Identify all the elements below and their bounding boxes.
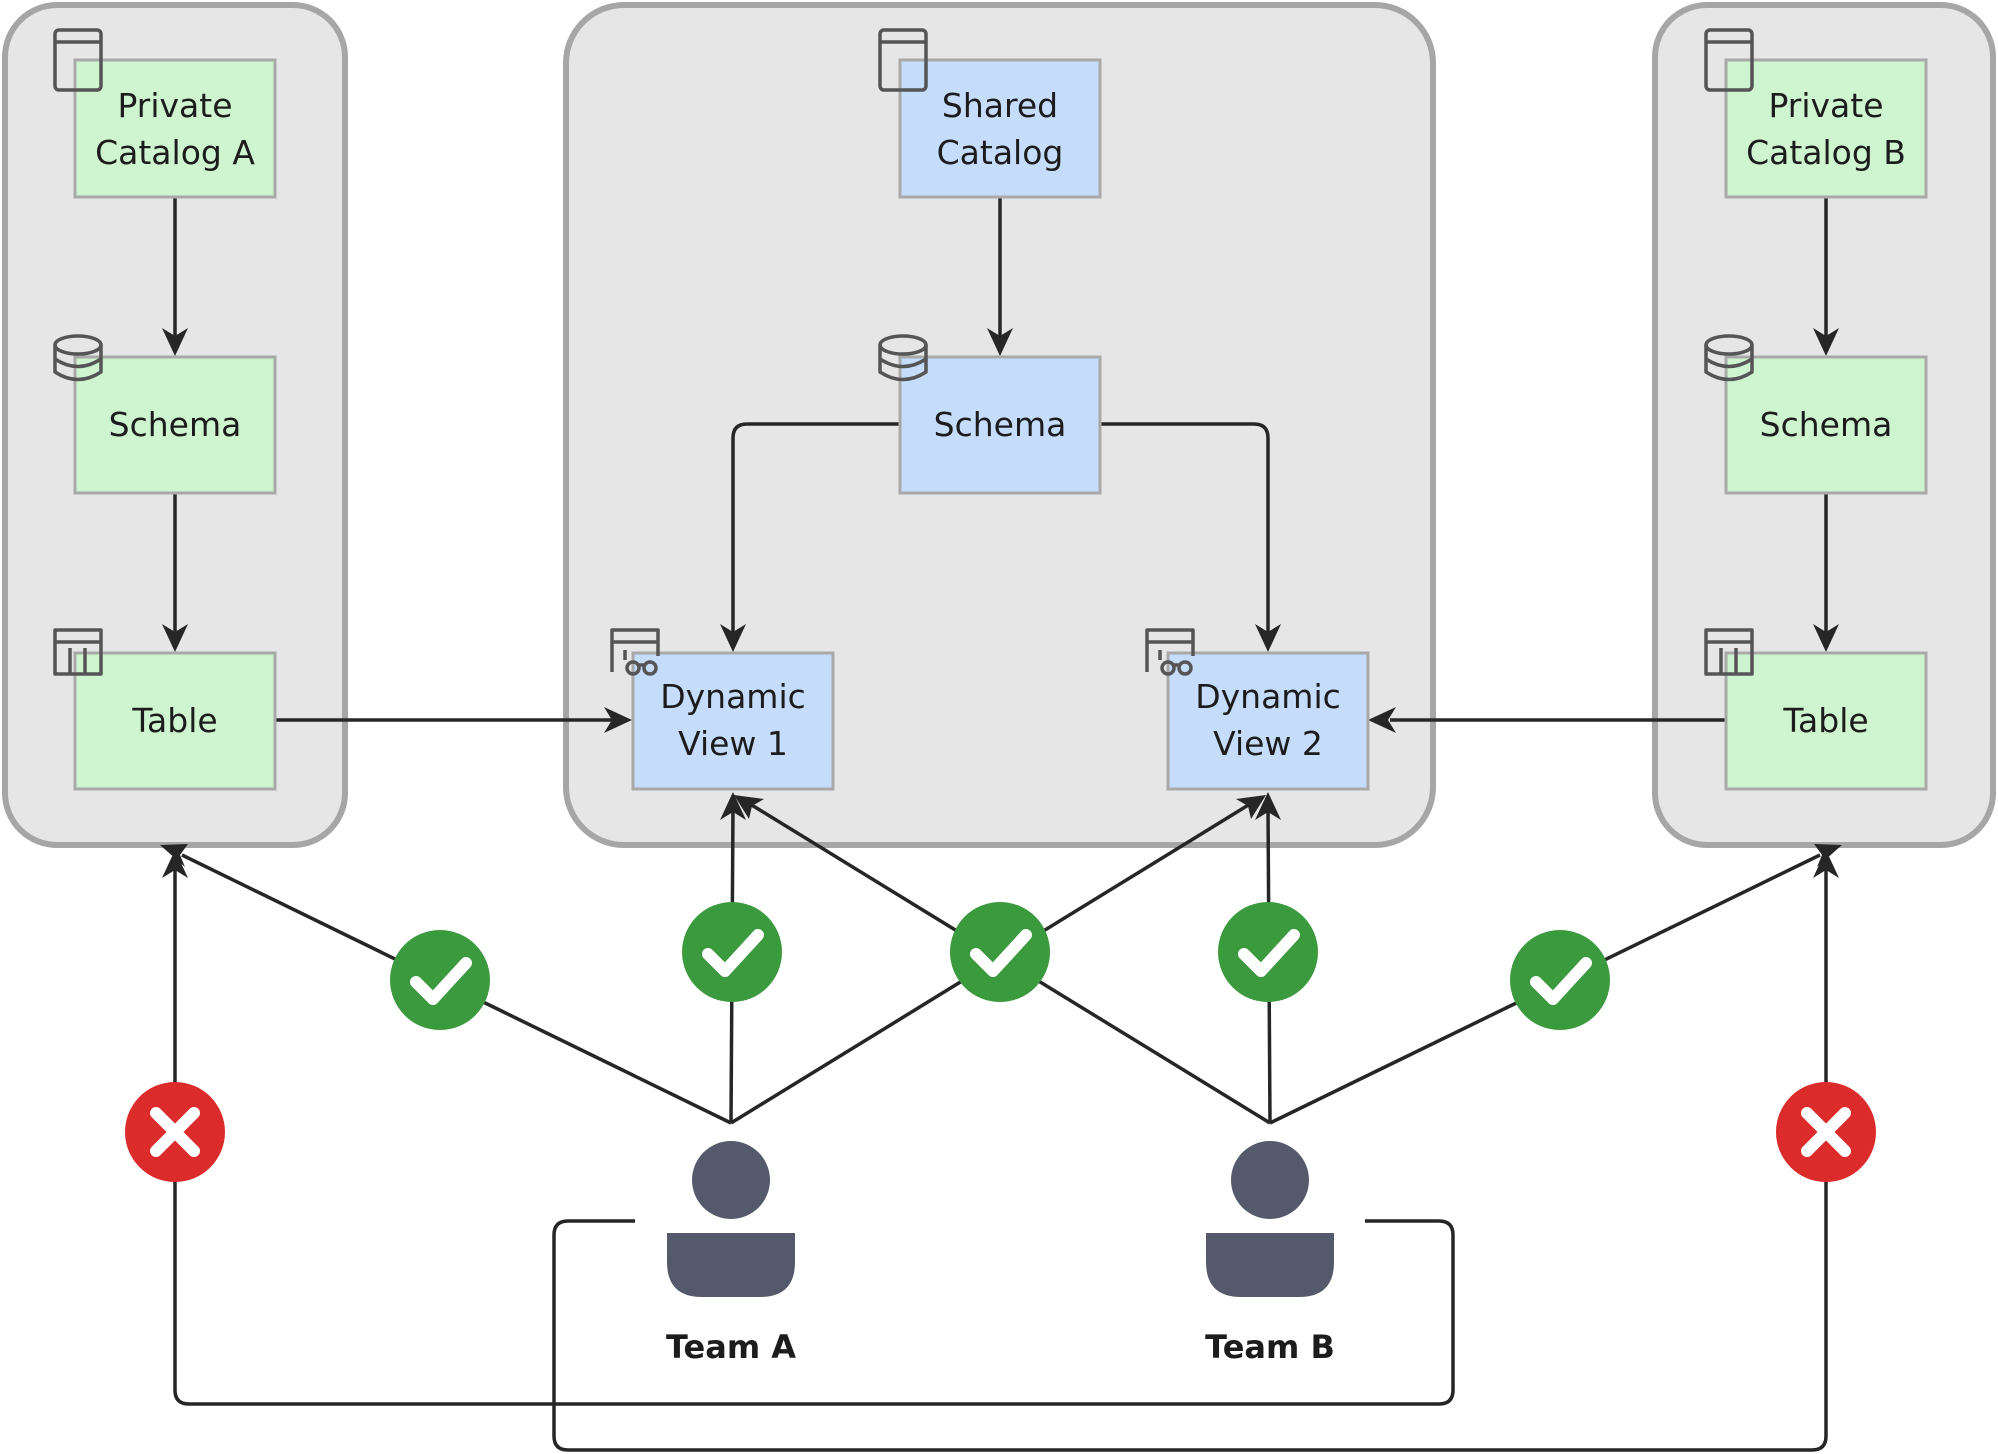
shared-schema-label: Schema — [934, 405, 1067, 444]
dynamic-view-1-box — [631, 651, 835, 791]
catalog-icon — [1704, 28, 1754, 92]
private-a-schema-box — [73, 355, 277, 495]
arrowhead — [720, 792, 746, 820]
team-b-label: Team B — [1205, 1328, 1335, 1366]
table-icon — [53, 628, 103, 676]
arrowhead — [1813, 328, 1839, 356]
edge-shared-schema-to-view2 — [1100, 422, 1270, 636]
private-b-schema-box — [1724, 355, 1928, 495]
database-icon — [53, 334, 103, 382]
dynamic-view-1-label: View 1 — [678, 724, 788, 763]
dynamic-view-2-label: Dynamic — [1195, 677, 1341, 716]
team-a[interactable]: Team A — [666, 1141, 796, 1366]
private-a-table-label: Table — [131, 701, 217, 740]
arrowhead — [162, 624, 188, 652]
arrowhead — [987, 328, 1013, 356]
edge-shared-schema-to-view1 — [731, 422, 900, 636]
shared-catalog-label: Catalog — [937, 133, 1064, 172]
arrowhead — [1255, 792, 1281, 820]
access-edges — [160, 792, 1842, 1452]
access-team-b-to-private-a-denied — [173, 868, 1455, 1406]
private-b-table-node[interactable]: Table — [1704, 628, 1928, 791]
private-catalog-a-node[interactable]: Private Catalog A — [53, 28, 277, 199]
arrowhead — [734, 795, 764, 819]
private-catalog-a-label: Private — [117, 86, 232, 125]
arrowhead — [1368, 707, 1396, 733]
check-circle-icon — [682, 902, 782, 1002]
dynamic-view-1-node[interactable]: Dynamic View 1 — [610, 628, 835, 791]
private-catalog-a-label: Catalog A — [95, 133, 255, 172]
private-b-table-label: Table — [1782, 701, 1868, 740]
private-a-schema-node[interactable]: Schema — [53, 334, 277, 495]
arrowhead — [1236, 795, 1266, 819]
arrowhead — [604, 707, 632, 733]
x-circle-icon — [125, 1082, 225, 1182]
team-b[interactable]: Team B — [1205, 1141, 1335, 1366]
private-catalog-b-node[interactable]: Private Catalog B — [1704, 28, 1928, 199]
private-b-table-box — [1724, 651, 1928, 791]
dynamic-view-1-label: Dynamic — [660, 677, 806, 716]
view-icon — [610, 628, 660, 676]
dynamic-view-2-box — [1166, 651, 1370, 791]
view-icon — [1145, 628, 1195, 676]
shared-catalog-box — [898, 58, 1102, 199]
private-b-schema-label: Schema — [1760, 405, 1893, 444]
private-b-schema-node[interactable]: Schema — [1704, 334, 1928, 495]
check-circle-icon — [1510, 930, 1610, 1030]
arrowhead — [1255, 624, 1281, 652]
catalog-icon — [53, 28, 103, 92]
check-circle-icon — [1218, 902, 1318, 1002]
dynamic-view-2-node[interactable]: Dynamic View 2 — [1145, 628, 1370, 791]
shared-schema-box — [898, 355, 1102, 495]
x-circle-icon — [1776, 1082, 1876, 1182]
shared-catalog-label: Shared — [942, 86, 1058, 125]
private-catalog-a-box — [73, 58, 277, 199]
shared-schema-node[interactable]: Schema — [878, 334, 1102, 495]
catalog-icon — [878, 28, 928, 92]
arrowhead — [1813, 850, 1839, 878]
arrowhead — [720, 624, 746, 652]
check-circle-icon — [950, 902, 1050, 1002]
access-team-a-to-private-b-denied — [552, 868, 1828, 1452]
private-catalog-b-box — [1724, 58, 1928, 199]
arrowhead — [1813, 624, 1839, 652]
table-icon — [1704, 628, 1754, 676]
private-a-table-box — [73, 651, 277, 791]
shared-catalog-node[interactable]: Shared Catalog — [878, 28, 1102, 199]
dynamic-view-2-label: View 2 — [1213, 724, 1323, 763]
private-catalog-b-label: Catalog B — [1746, 133, 1906, 172]
team-a-label: Team A — [666, 1328, 796, 1366]
private-a-table-node[interactable]: Table — [53, 628, 277, 791]
arrowhead — [162, 850, 188, 878]
database-icon — [1704, 334, 1754, 382]
private-catalog-b-label: Private — [1768, 86, 1883, 125]
user-icon — [667, 1141, 795, 1297]
database-icon — [878, 334, 928, 382]
user-icon — [1206, 1141, 1334, 1297]
check-circle-icon — [390, 930, 490, 1030]
edges — [162, 198, 1839, 733]
arrowhead — [162, 328, 188, 356]
private-a-schema-label: Schema — [109, 405, 242, 444]
